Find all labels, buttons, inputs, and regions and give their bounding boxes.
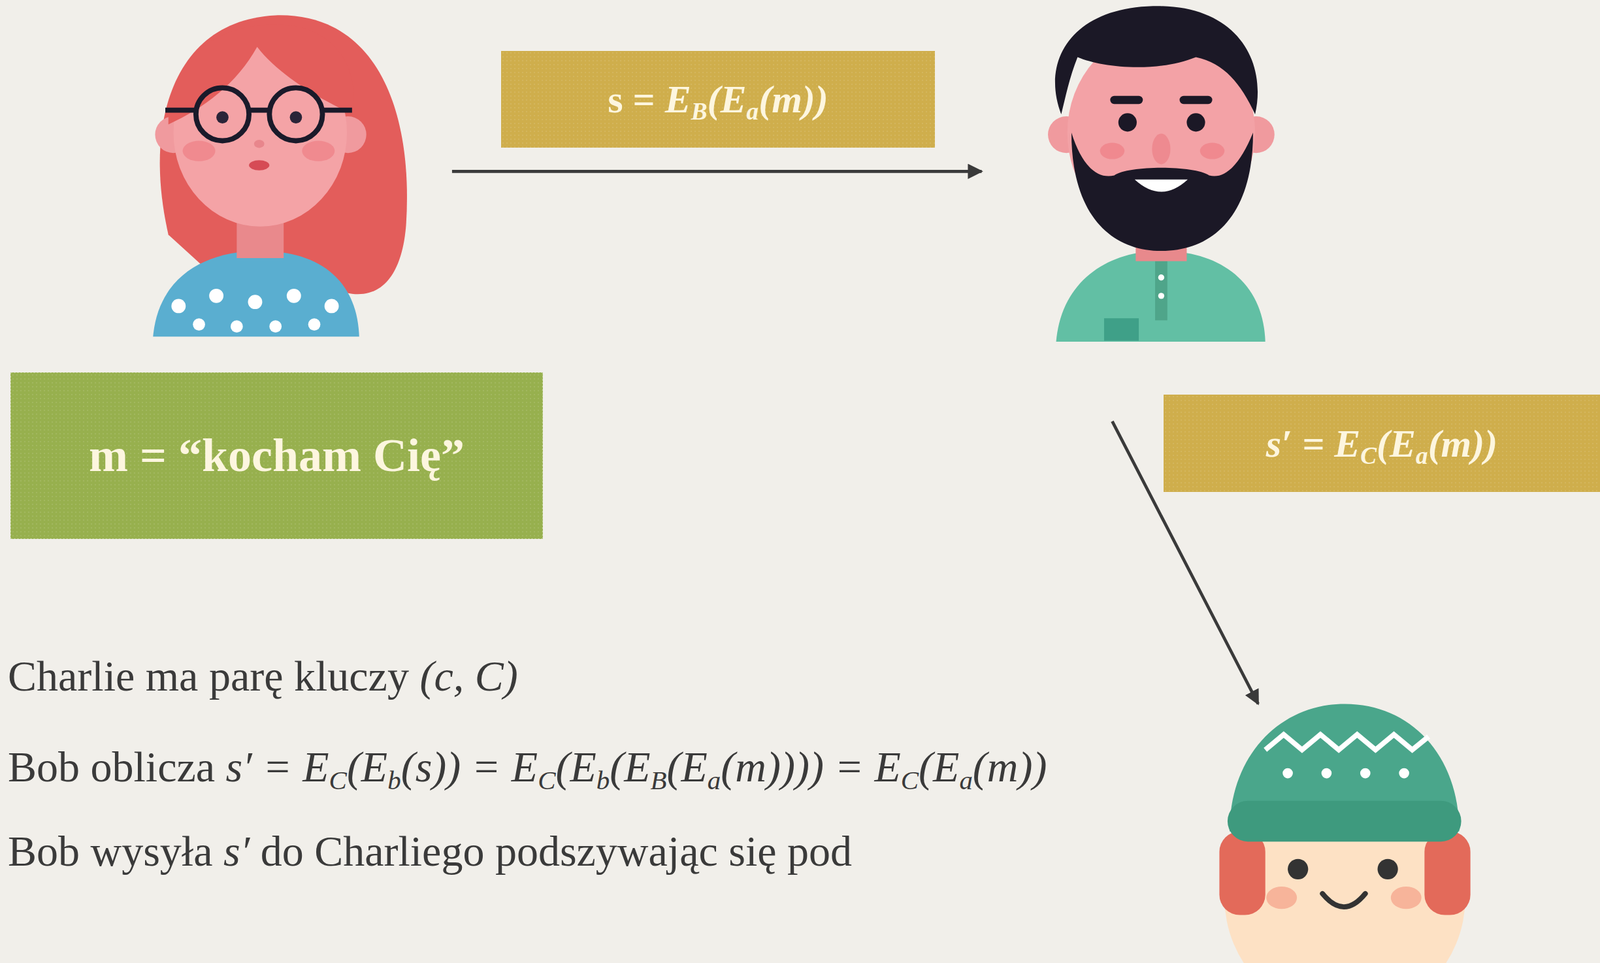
alice-avatar	[152, 15, 408, 337]
body-text: Bob wysyła s′ do Charliego podszywając s…	[7, 818, 1204, 884]
subscript: b	[387, 765, 401, 796]
bob-avatar-part	[1158, 292, 1165, 299]
bob-avatar-part	[1155, 261, 1168, 321]
formula: s′ = EC(Ea(m))	[1266, 422, 1499, 466]
bob-avatar-part	[1134, 179, 1188, 193]
charlie-avatar-part	[1287, 859, 1308, 880]
charlie-avatar-part	[1321, 768, 1333, 779]
subscript: C	[1360, 442, 1377, 470]
box-text: m = “kocham Cię”	[88, 427, 465, 484]
bob-avatar-part	[1158, 274, 1165, 281]
subscript: C	[537, 765, 556, 796]
charlie-avatar-part	[1266, 886, 1297, 909]
alice-avatar-part	[308, 318, 321, 331]
alice-avatar-part	[171, 299, 186, 314]
subscript: C	[900, 765, 919, 796]
bob-avatar	[1047, 5, 1275, 342]
bob-avatar-part	[1055, 5, 1258, 115]
alice-avatar-part	[216, 111, 229, 124]
bob-avatar-part	[1151, 133, 1171, 165]
text-column: s = EB(Ea(m))	[607, 75, 829, 123]
formula: EB(Ea(m))	[665, 77, 829, 121]
message-box: s = EB(Ea(m))	[501, 50, 935, 148]
bob-avatar-part	[1056, 250, 1266, 342]
formula: s′	[223, 827, 250, 875]
alice-avatar-part	[269, 320, 282, 333]
alice-avatar-part	[152, 250, 359, 337]
alice-avatar-part	[324, 299, 340, 314]
alice-avatar-part	[248, 294, 263, 310]
plaintext-box: m = “kocham Cię”	[10, 372, 543, 539]
text-column: m = “kocham Cię”	[88, 427, 465, 484]
alice-avatar-part	[286, 288, 302, 304]
charlie-avatar-part	[1360, 768, 1371, 779]
charlie-avatar-part	[1390, 886, 1422, 909]
bob-avatar-part	[1104, 318, 1139, 341]
alice-avatar-part	[230, 320, 244, 333]
charlie-avatar-part	[1282, 768, 1293, 779]
charlie-avatar-part	[1265, 734, 1429, 750]
bob-avatar-part	[1110, 96, 1143, 104]
alice-avatar-part	[160, 15, 408, 294]
body-text: Charlie ma parę kluczy (c, C)	[7, 643, 1184, 709]
bob-avatar-part	[1071, 132, 1254, 251]
bob-avatar-part	[1179, 96, 1213, 104]
alice-avatar-part	[269, 87, 323, 141]
box-text: s′ = EC(Ea(m))	[1266, 420, 1499, 468]
formula: s′ = EC(Eb(s)) = EC(Eb(EB(Ea(m)))) = EC(…	[226, 742, 1048, 791]
alice-avatar-part	[290, 111, 303, 124]
bob-avatar-part	[1200, 143, 1225, 160]
alice-avatar-part	[195, 87, 249, 141]
alice-avatar-part	[254, 139, 265, 148]
subscript: a	[707, 765, 721, 796]
box-text: s = EB(Ea(m))	[607, 75, 829, 123]
alice-avatar-part	[248, 107, 270, 114]
alice-avatar-part	[322, 107, 353, 114]
alice-avatar-part	[248, 160, 270, 171]
body-text: Bob oblicza s′ = EC(Eb(s)) = EC(Eb(EB(Ea…	[7, 734, 1067, 800]
message-box: s′ = EC(Ea(m))	[1163, 394, 1600, 492]
charlie-avatar-part	[1219, 831, 1265, 916]
alice-avatar-part	[192, 318, 206, 331]
subscript: B	[691, 97, 708, 125]
bob-avatar-part	[1118, 113, 1137, 132]
alice-avatar-part	[182, 140, 216, 161]
arrow-alice-bob	[452, 169, 982, 174]
bob-avatar-part	[1100, 143, 1125, 160]
subscript: a	[959, 765, 973, 796]
alice-avatar-part	[209, 288, 224, 304]
subscript: b	[596, 765, 610, 796]
subscript: C	[329, 765, 347, 796]
formula: (c, C)	[419, 652, 518, 700]
charlie-avatar-part	[1398, 768, 1410, 779]
subscript: B	[650, 765, 668, 796]
charlie-avatar	[1219, 703, 1470, 963]
charlie-avatar-part	[1377, 859, 1399, 880]
charlie-avatar-part	[1424, 831, 1470, 916]
subscript: a	[1415, 442, 1429, 470]
text-column: s′ = EC(Ea(m))	[1266, 420, 1499, 468]
charlie-avatar-part	[1322, 893, 1366, 907]
subscript: a	[746, 97, 760, 125]
bob-avatar-part	[1186, 113, 1205, 132]
alice-avatar-part	[165, 107, 196, 114]
charlie-avatar-part	[1227, 800, 1462, 842]
alice-avatar-part	[301, 140, 335, 161]
